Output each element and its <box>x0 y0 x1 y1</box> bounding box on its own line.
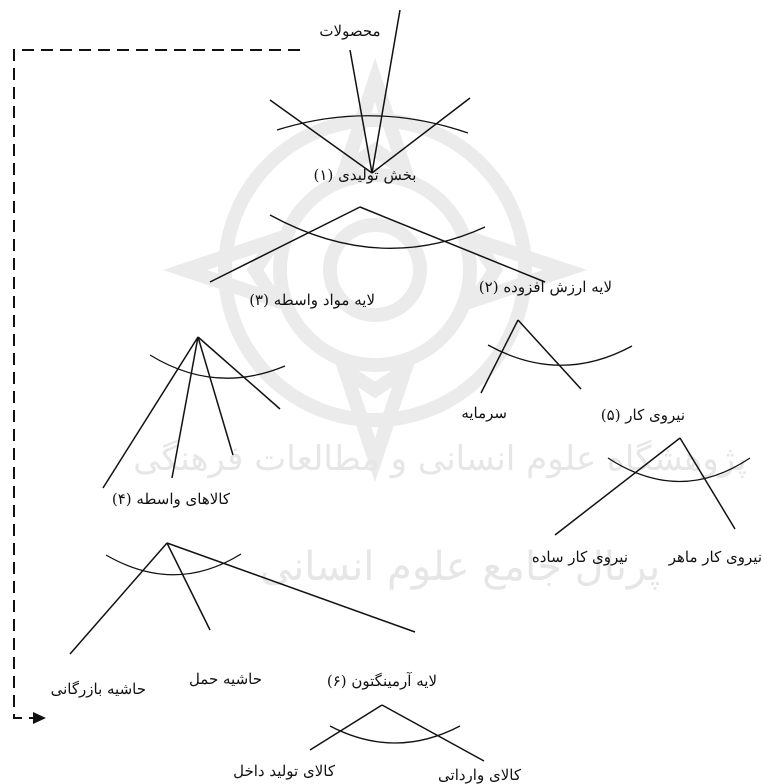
edge-to-value-added <box>359 206 546 283</box>
edge-to-intermediate-goods <box>102 336 199 489</box>
label-capital: سرمایه <box>461 404 507 422</box>
edge-intermediate-material-3 <box>197 336 234 456</box>
edge-top-branch-left <box>269 99 373 174</box>
edge-intermediate-material-2 <box>171 336 199 479</box>
edge-to-trade-margin <box>69 542 168 655</box>
watermark-text-top: پژوهشگاه علوم انسانی و مطالعات فرهنگی <box>133 439 747 479</box>
label-transport-margin: حاشیه حمل <box>189 670 262 688</box>
edge-products-left-line <box>349 49 373 174</box>
edge-to-armington-layer <box>166 542 416 633</box>
elasticity-arc-production-sector <box>269 214 486 249</box>
elasticity-arc-products <box>276 115 469 134</box>
label-labor: نیروی کار (۵) <box>601 406 685 424</box>
edge-to-labor <box>517 319 582 390</box>
label-trade-margin: حاشیه بازرگانی <box>51 680 146 698</box>
label-production-sector: بخش تولیدی (۱) <box>314 166 417 184</box>
label-intermediate-goods: کالاهای واسطه (۴) <box>112 490 231 508</box>
watermark-text-bottom: پرتال جامع علوم انسانی <box>260 544 661 590</box>
edge-to-transport-margin <box>166 542 211 631</box>
label-intermediate-materials-layer: لایه مواد واسطه (۳) <box>249 291 375 309</box>
label-imported-goods: کالای وارداتی <box>438 766 522 784</box>
label-domestic-goods: کالای تولید داخل <box>233 762 336 780</box>
edge-to-skilled-labor <box>679 437 736 530</box>
feedback-dashed-line <box>13 49 300 719</box>
edge-top-branch-right <box>371 97 471 174</box>
edge-to-capital <box>480 319 519 394</box>
watermark-emblem <box>162 57 588 483</box>
label-products: محصولات <box>319 22 380 40</box>
edge-to-intermediate-materials <box>209 206 361 283</box>
edge-products-arrow-line <box>371 9 401 174</box>
label-simple-labor: نیروی کار ساده <box>532 548 628 566</box>
feedback-arrowhead-icon <box>33 712 46 724</box>
label-value-added-layer: لایه ارزش افزوده (۲) <box>479 278 612 296</box>
edge-to-domestic-goods <box>309 704 383 751</box>
elasticity-arc-intermediate-goods <box>105 553 242 576</box>
label-armington-layer: لایه آرمینگتون (۶) <box>327 672 437 690</box>
label-skilled-labor: نیروی کار ماهر <box>668 548 762 566</box>
elasticity-arc-labor <box>607 457 751 483</box>
edge-to-simple-labor <box>554 437 681 536</box>
elasticity-arc-intermediate-materials <box>149 354 286 379</box>
edge-to-imported-goods <box>381 704 485 762</box>
edge-intermediate-material-4 <box>197 336 281 410</box>
elasticity-arc-armington <box>329 725 461 744</box>
